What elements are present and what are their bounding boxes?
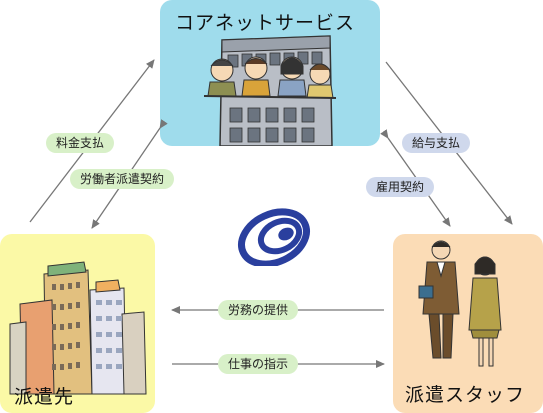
staff-box: 派遣スタッフ [393,234,543,413]
salary-payment-label: 給与支払 [402,133,471,153]
work-instruction-label: 仕事の指示 [218,354,299,374]
company-box: コアネットサービス [160,0,380,146]
staff-title: 派遣スタッフ [405,384,526,406]
company-logo-icon [238,208,310,266]
employment-contract-label: 雇用契約 [366,177,435,197]
client-title: 派遣先 [14,386,75,408]
city-buildings-illustration [9,261,147,395]
staff-people-illustration [418,240,502,367]
dispatch-contract-label: 労働者派遣契約 [70,169,175,189]
labor-provision-label: 労務の提供 [218,300,299,320]
office-building-illustration [203,35,337,146]
client-box: 派遣先 [0,234,155,413]
fee-payment-label: 料金支払 [46,133,115,153]
company-title: コアネットサービス [175,12,356,34]
